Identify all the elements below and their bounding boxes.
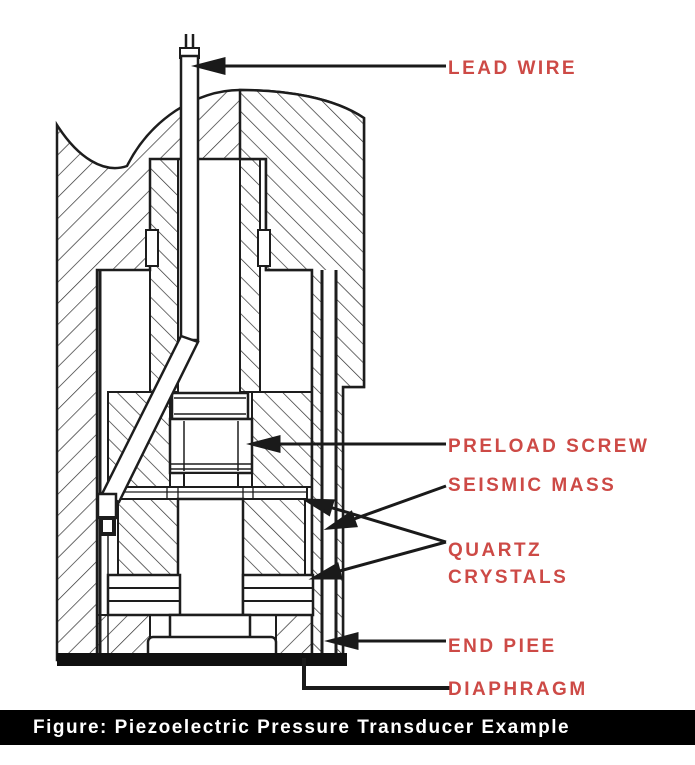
seismic-mass-column <box>176 497 245 617</box>
label-diaphragm: DIAPHRAGM <box>448 679 588 700</box>
lead-wire-bend <box>100 334 200 504</box>
leader-line-diaphragm <box>302 658 450 690</box>
diaphragm-plate <box>57 653 347 666</box>
label-quartz-line1: QUARTZ <box>448 540 543 561</box>
lead-wire-terminal <box>99 516 116 536</box>
caption-text: Figure: Piezoelectric Pressure Transduce… <box>33 716 571 738</box>
preload-screw-body <box>168 417 254 475</box>
quartz-stack-right <box>241 573 315 617</box>
caption-bar: Figure: Piezoelectric Pressure Transduce… <box>0 710 695 745</box>
arrowhead-end-piece <box>324 632 359 650</box>
label-end-piece: END PIEE <box>448 636 557 657</box>
arrowhead-seismic-mass <box>323 510 358 530</box>
clamp-block-right <box>251 391 313 488</box>
upper-crystal-plate <box>117 486 308 500</box>
seismic-mass-right-block <box>242 496 306 576</box>
label-quartz-line2: CRYSTALS <box>448 567 569 588</box>
base-block-right <box>275 614 313 656</box>
bore-sleeve-right <box>239 158 261 393</box>
base-block-left <box>96 614 151 656</box>
preload-screw-head <box>170 391 250 421</box>
leader-lines <box>191 57 450 690</box>
arrowhead-quartz-upper <box>300 498 335 517</box>
bore-notch-right <box>257 229 271 267</box>
label-lead-wire: LEAD WIRE <box>448 58 578 79</box>
bore-notch-left <box>145 229 159 267</box>
label-preload-screw: PRELOAD SCREW <box>448 436 650 457</box>
quartz-stack-left <box>106 573 182 617</box>
arrowhead-quartz-lower <box>308 562 343 580</box>
seismic-mass-left-block <box>117 496 179 576</box>
label-seismic-mass: SEISMIC MASS <box>448 475 617 496</box>
label-quartz-crystals: QUARTZ CRYSTALS <box>448 537 568 591</box>
lead-wire-connector <box>96 492 118 520</box>
arrowhead-lead-wire <box>191 57 226 75</box>
arrowhead-preload-screw <box>246 435 281 453</box>
sleeve-gap-right <box>323 270 335 655</box>
lead-wire-tube <box>179 54 200 342</box>
